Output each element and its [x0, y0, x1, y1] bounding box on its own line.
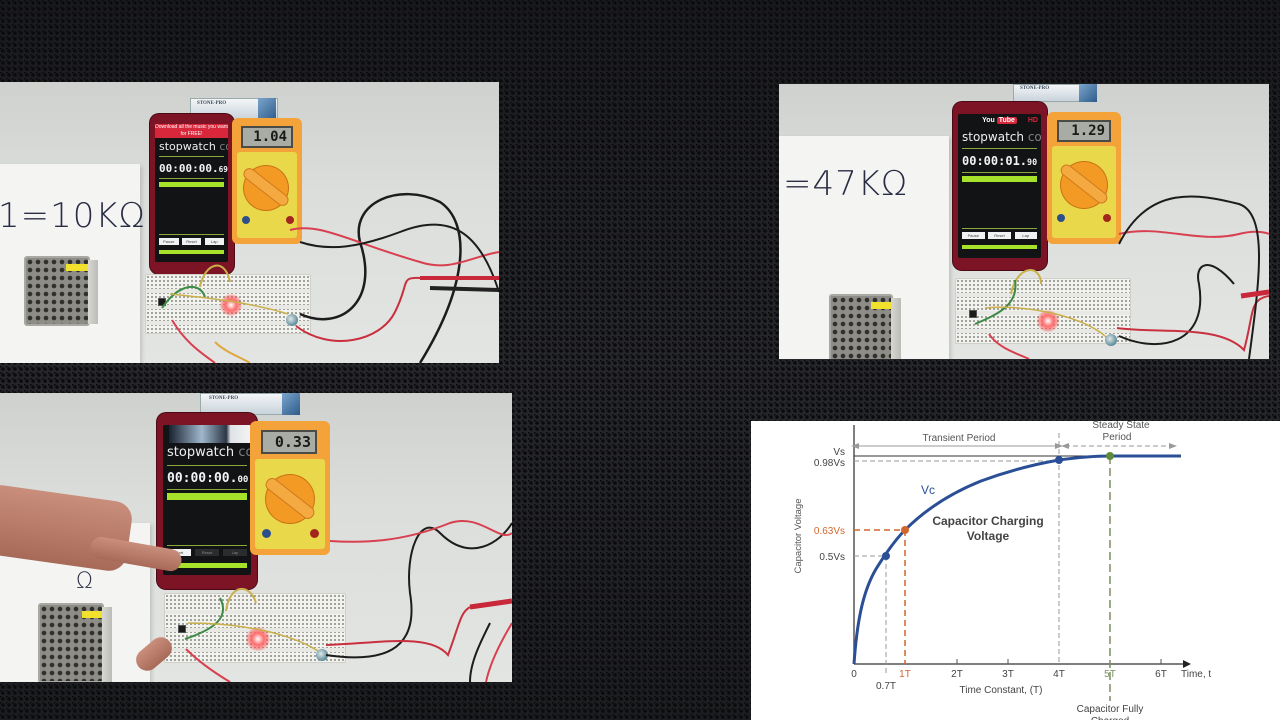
video-panel-47k: =47KΩ STONE-PRO You Tube HD stopwatch co…	[779, 84, 1269, 359]
capacitor	[1105, 334, 1117, 346]
push-button[interactable]	[178, 625, 186, 633]
ad-banner[interactable]: Download all the music you want for FREE…	[155, 124, 228, 138]
point-5t	[1106, 452, 1114, 460]
y-axis-label: Capacitor Voltage	[793, 499, 804, 574]
lap-button[interactable]: Lap	[1014, 232, 1037, 239]
phone: You Tube HD stopwatch cou 00:00:01.90 Pa…	[953, 102, 1047, 270]
app-title: stopwatch cou	[159, 140, 228, 153]
wires	[161, 192, 499, 363]
y-tick-098: 0.98Vs	[814, 458, 845, 469]
point-1t	[901, 526, 909, 534]
y-tick-05: 0.5Vs	[819, 552, 845, 563]
component-box: STONE-PRO	[1013, 84, 1097, 102]
resistor-value-label: 1=10KΩ	[0, 196, 146, 236]
x-tick-5: 5T	[1104, 669, 1116, 680]
chart-title-2: Voltage	[967, 529, 1010, 543]
progress-bar	[159, 182, 224, 187]
transient-period-label: Transient Period	[923, 433, 996, 444]
multimeter-display: 1.04	[241, 126, 293, 148]
x-tick-3: 3T	[1002, 669, 1014, 680]
x-tick-07: 0.7T	[876, 681, 896, 692]
charging-curve-chart: Transient Period Steady State Period Vs …	[751, 421, 1280, 720]
multimeter: 1.29	[1047, 112, 1121, 244]
app-title: stopwatch cou	[962, 130, 1041, 144]
reset-button[interactable]: Reset	[195, 549, 219, 556]
steady-state-label: Steady State	[1092, 421, 1150, 431]
charging-curve	[852, 454, 1181, 665]
multimeter: 1.04	[232, 118, 302, 244]
wires	[974, 195, 1269, 359]
banner-image[interactable]	[169, 425, 251, 443]
x-tick-2: 2T	[951, 669, 963, 680]
youtube-banner[interactable]: You Tube HD	[982, 117, 1038, 124]
multimeter: 0.33	[250, 421, 330, 555]
stopwatch-time: 00:00:00.00	[167, 471, 249, 486]
video-panel-start: Ω STONE-PRO stopwatch cou 00:00:00.00 St…	[0, 393, 512, 682]
multimeter-display: 0.33	[261, 430, 317, 454]
resistor-value-label: =47KΩ	[783, 164, 909, 204]
point-0p7t	[882, 552, 890, 560]
x-axis-label: Time Constant, (T)	[960, 685, 1043, 696]
curve-label: Vc	[921, 483, 935, 497]
wires	[184, 520, 512, 682]
x-tick-0: 0	[851, 669, 857, 680]
chart-title: Capacitor Charging	[932, 514, 1043, 528]
video-panel-10k: 1=10KΩ STONE-PRO Download all the music …	[0, 82, 499, 363]
fully-charged-label-2: Charged	[1091, 716, 1129, 720]
y-tick-vs: Vs	[833, 447, 845, 458]
steady-state-label-2: Period	[1103, 432, 1132, 443]
reset-button[interactable]: Reset	[988, 232, 1011, 239]
led	[220, 294, 242, 316]
power-supply	[829, 294, 893, 359]
x-axis-arrow-icon	[1183, 660, 1191, 668]
stopwatch-time: 00:00:00.69	[159, 162, 228, 175]
resistor-note: =47KΩ	[779, 136, 949, 359]
x-axis-end-label: Time, t	[1181, 669, 1211, 680]
progress-bar	[962, 176, 1037, 182]
progress-bar	[167, 493, 247, 500]
led	[1037, 310, 1059, 332]
fully-charged-label: Capacitor Fully	[1077, 704, 1144, 715]
stopwatch-screen: Download all the music you want for FREE…	[155, 124, 228, 262]
reset-button[interactable]: Reset	[181, 238, 202, 245]
chart-svg: Transient Period Steady State Period Vs …	[793, 421, 1211, 720]
x-tick-4: 4T	[1053, 669, 1065, 680]
lap-button[interactable]: Lap	[223, 549, 247, 556]
resistor-note: 1=10KΩ	[0, 164, 145, 363]
lap-button[interactable]: Lap	[204, 238, 224, 245]
push-button[interactable]	[969, 310, 977, 318]
x-tick-6: 6T	[1155, 669, 1167, 680]
app-title: stopwatch cou	[167, 445, 251, 460]
y-tick-063: 0.63Vs	[814, 526, 845, 537]
stopwatch-screen: You Tube HD stopwatch cou 00:00:01.90 Pa…	[958, 114, 1041, 258]
multimeter-display: 1.29	[1057, 120, 1111, 142]
stopwatch-time: 00:00:01.90	[962, 154, 1038, 168]
capacitor	[316, 649, 328, 661]
pause-button[interactable]: Pause	[159, 238, 179, 245]
x-tick-1: 1T	[899, 669, 911, 680]
resistor-value-label: Ω	[76, 569, 94, 594]
phone: Download all the music you want for FREE…	[150, 114, 234, 274]
point-4t	[1055, 456, 1063, 464]
capacitor	[286, 314, 298, 326]
stopwatch-screen: stopwatch cou 00:00:00.00 Start Reset La…	[163, 425, 251, 575]
pause-button[interactable]: Pause	[962, 232, 985, 239]
